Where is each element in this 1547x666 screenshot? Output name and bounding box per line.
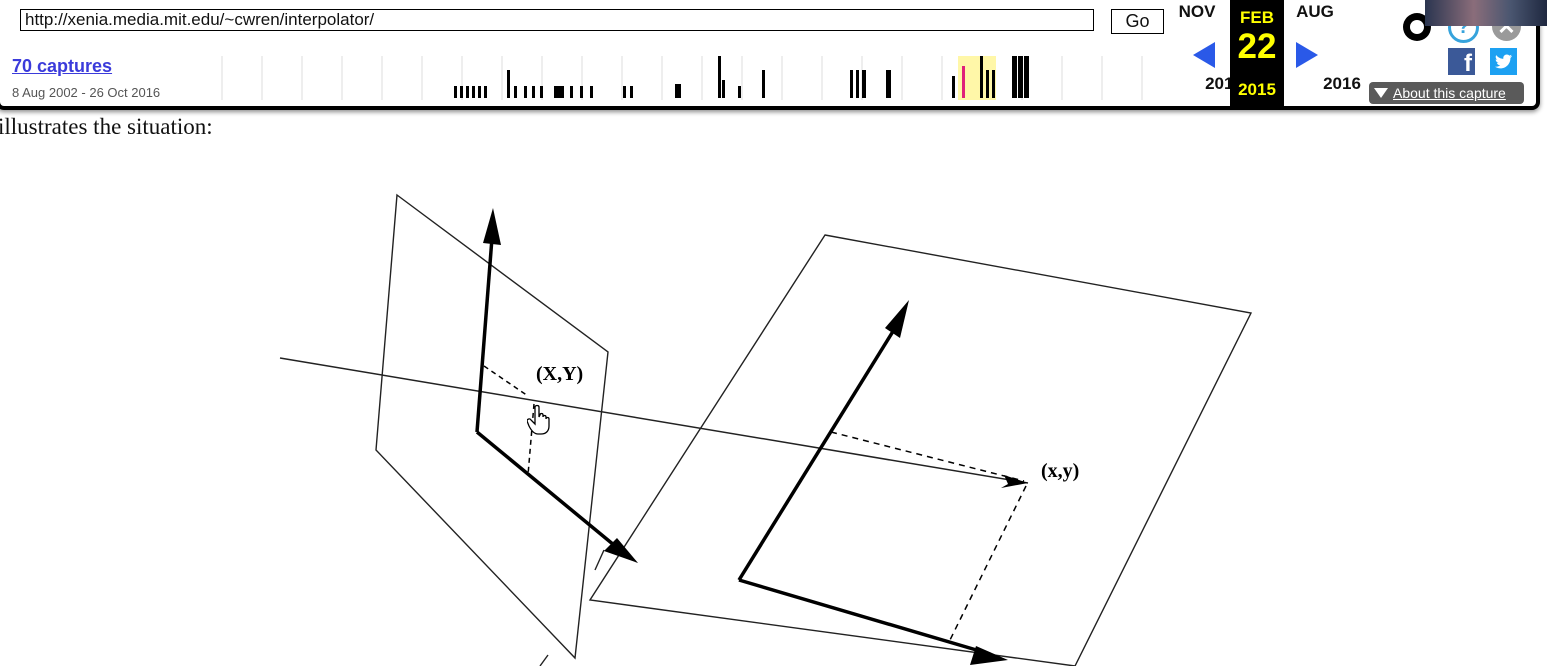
capture-date-range: 8 Aug 2002 - 26 Oct 2016: [12, 85, 161, 100]
page-paragraph: illustrates the situation:: [0, 114, 213, 139]
go-button[interactable]: Go: [1111, 9, 1164, 34]
triangle-down-icon: [1374, 88, 1388, 98]
next-year-label: 2016: [1323, 74, 1361, 93]
next-arrow-icon[interactable]: [1296, 42, 1318, 68]
hand-cursor-icon: [527, 404, 550, 435]
image-plane: [588, 234, 1253, 666]
prev-month-label[interactable]: NOV: [1178, 2, 1216, 21]
current-day-label: 22: [1237, 27, 1277, 66]
url-input[interactable]: [20, 9, 1094, 31]
capture-sparkline[interactable]: [190, 56, 1160, 100]
current-capture-date: FEB 22 2015: [1230, 0, 1284, 106]
world-plane: [375, 193, 609, 660]
about-capture-label: About this capture: [1393, 85, 1506, 101]
projection-ray: [279, 357, 1029, 484]
world-y-axis: [475, 224, 495, 433]
current-month-label: FEB: [1240, 8, 1274, 27]
captures-link[interactable]: 70 captures: [12, 56, 113, 76]
webcam-overlay: [1425, 0, 1547, 26]
world-point-label: (X,Y): [536, 363, 583, 385]
current-year-label: 2015: [1238, 80, 1276, 99]
about-capture-button[interactable]: About this capture: [1369, 82, 1524, 104]
image-x-axis: [738, 578, 991, 656]
world-x-axis: [475, 430, 622, 552]
image-y-axis: [737, 319, 902, 581]
twitter-icon[interactable]: [1490, 48, 1517, 75]
next-month-label[interactable]: AUG: [1296, 2, 1334, 21]
image-point-label: (x,y): [1041, 460, 1079, 482]
wayback-toolbar: Go 70 captures 8 Aug 2002 - 26 Oct 2016: [0, 0, 1540, 110]
prev-arrow-icon[interactable]: [1193, 42, 1215, 68]
facebook-icon[interactable]: f: [1448, 48, 1475, 77]
